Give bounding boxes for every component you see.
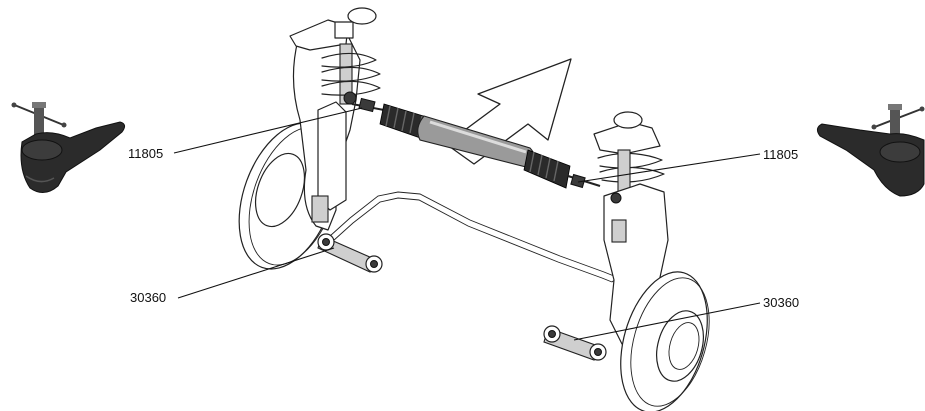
stabilizer-link-right <box>544 326 606 360</box>
callout-link-left: 30360 <box>130 290 166 305</box>
tie-rod-end-photo-left <box>12 102 125 193</box>
callout-link-right: 30360 <box>763 295 799 310</box>
tie-rod-end-photo-right <box>817 104 924 196</box>
stabilizer-link-left <box>318 234 382 272</box>
callout-tie-rod-end-right: 11805 <box>763 147 798 162</box>
leader-line-tie-rod-right <box>578 154 760 182</box>
steering-rack <box>352 98 600 188</box>
callout-tie-rod-end-left: 11805 <box>128 146 163 161</box>
